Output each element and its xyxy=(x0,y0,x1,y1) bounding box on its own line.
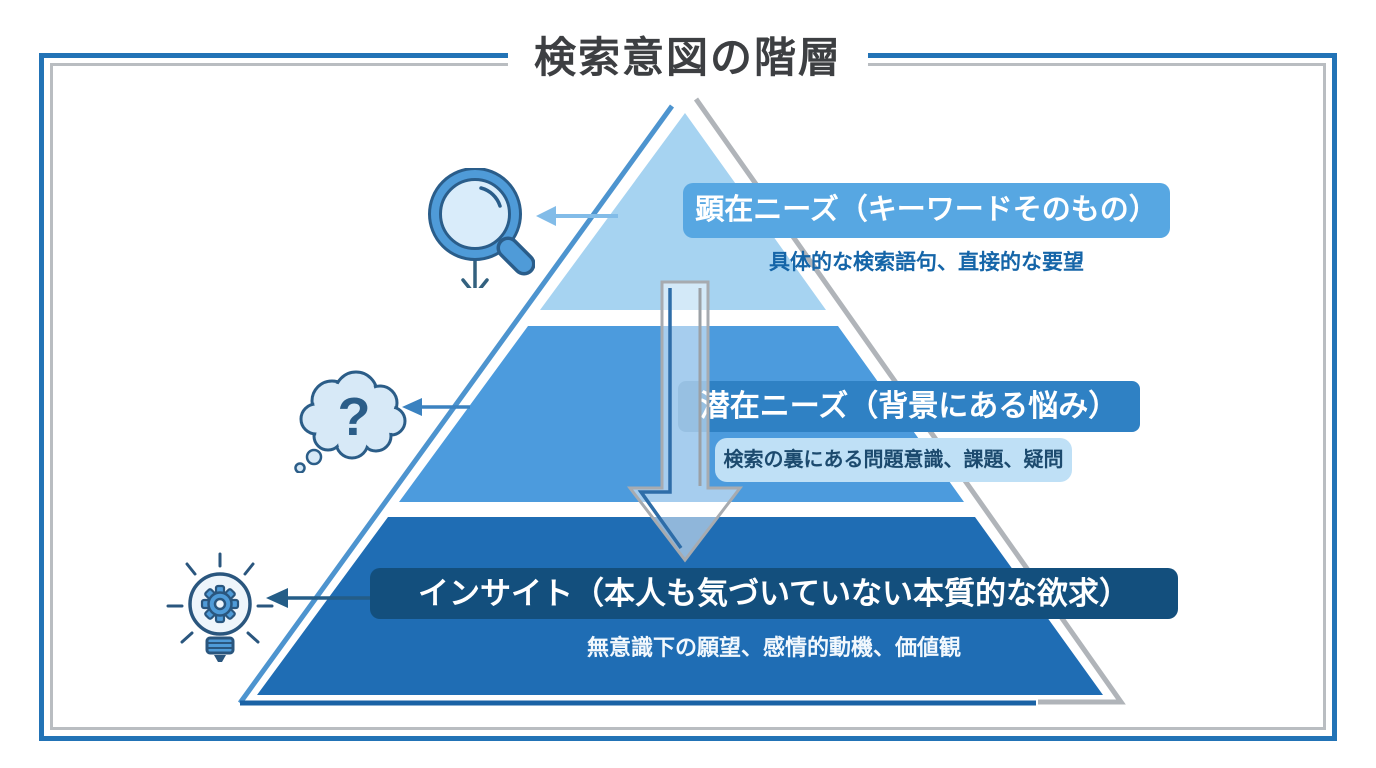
pyramid-outline-gray xyxy=(693,97,1126,705)
bulb-rays xyxy=(166,552,274,644)
level-label-insight: インサイト（本人も気づいていない本質的な欲求） xyxy=(370,568,1178,619)
svg-text:?: ? xyxy=(338,387,371,447)
gear xyxy=(200,584,240,624)
level-label-latent-needs: 潜在ニーズ（背景にある悩み） xyxy=(678,381,1140,432)
arrow-to-thought-bubble xyxy=(402,398,470,416)
lightbulb-gear-icon xyxy=(166,552,274,662)
level-label-explicit-needs: 顕在ニーズ（キーワードそのもの） xyxy=(683,183,1170,238)
magnifier-icon xyxy=(428,168,535,288)
page-title: 検索意図の階層 xyxy=(507,33,869,83)
level-caption-insight: 無意識下の願望、感情的動機、価値観 xyxy=(586,635,961,660)
arrow-to-magnifier xyxy=(536,206,618,226)
level-caption-explicit-needs: 具体的な検索語句、直接的な要望 xyxy=(769,251,1084,274)
pyramid-outline-blue xyxy=(237,104,675,705)
level-caption-latent-needs: 検索の裏にある問題意識、課題、疑問 xyxy=(715,438,1072,482)
thought-bubble-icon: ? xyxy=(294,370,407,473)
